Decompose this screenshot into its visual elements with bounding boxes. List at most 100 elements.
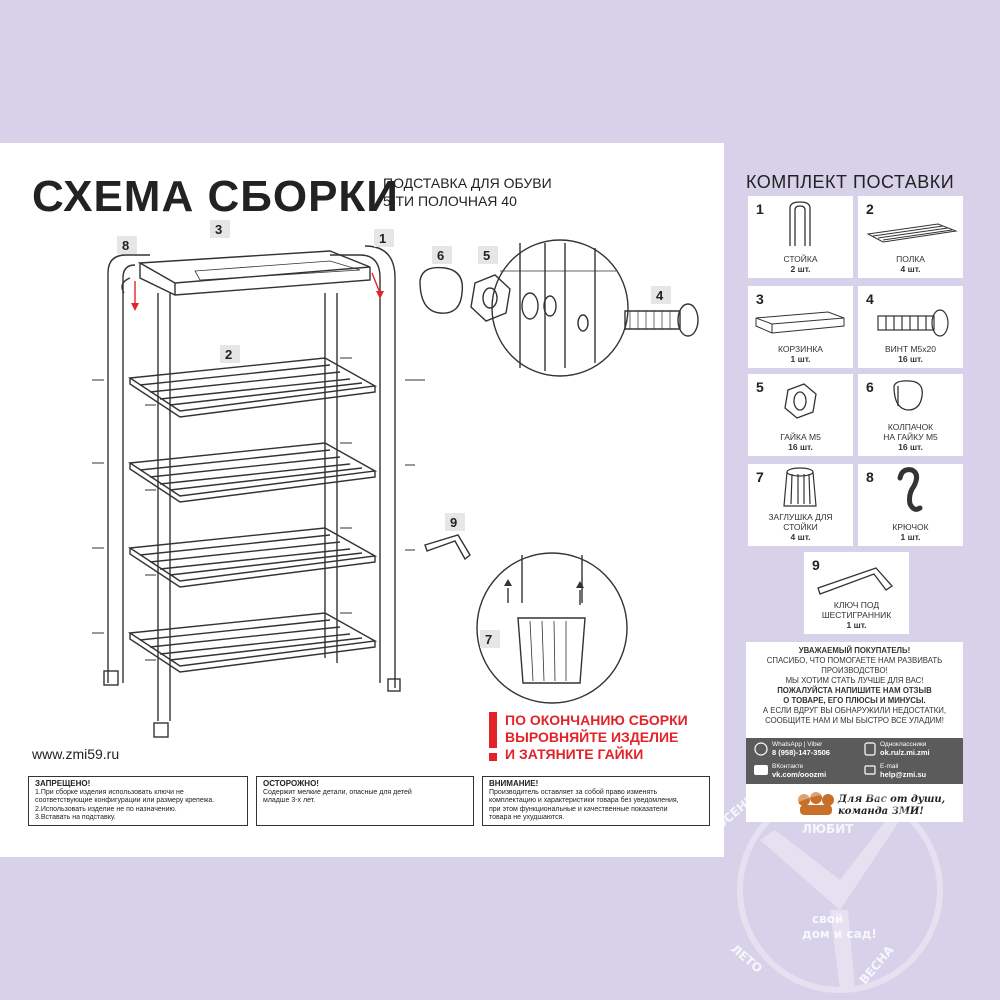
feedback-line: МЫ ХОТИМ СТАТЬ ЛУЧШЕ ДЛЯ ВАС! <box>785 676 924 685</box>
kit-num: 6 <box>866 379 874 395</box>
callout-7: 7 <box>485 632 492 647</box>
kit-qty: 16 шт. <box>898 442 923 452</box>
kit-qty: 16 шт. <box>788 442 813 452</box>
callout-5: 5 <box>483 248 490 263</box>
note-line: 3.Вставать на подставку. <box>35 814 116 821</box>
callout-1: 1 <box>379 231 386 246</box>
kit-qty: 1 шт. <box>846 620 867 630</box>
contact-value: help@zmi.su <box>880 770 927 779</box>
callout-2: 2 <box>225 347 232 362</box>
note-forbidden: ЗАПРЕЩЕНО! 1.При сборке изделия использо… <box>28 776 248 826</box>
note-caution: ОСТОРОЖНО! Содержит мелкие детали, опасн… <box>256 776 474 826</box>
hex-key-icon <box>817 567 893 595</box>
kit-num: 7 <box>756 469 764 485</box>
kit-qty: 1 шт. <box>900 532 921 542</box>
feedback-line: ПРОИЗВОДСТВО! <box>821 666 888 675</box>
kit-name: ГАЙКА М5 <box>780 432 821 442</box>
kit-qty: 16 шт. <box>898 354 923 364</box>
kit-name: КОЛПАЧОК НА ГАЙКУ М5 <box>883 422 938 442</box>
note-line: 1.При сборке изделия использовать ключи … <box>35 788 184 796</box>
page-subtitle: ПОДСТАВКА ДЛЯ ОБУВИ 5-ТИ ПОЛОЧНАЯ 40 <box>383 174 552 210</box>
ok-icon <box>864 742 876 756</box>
vk-icon <box>754 765 768 775</box>
notes-row: ЗАПРЕЩЕНО! 1.При сборке изделия использо… <box>28 776 710 826</box>
final-warning: ПО ОКОНЧАНИЮ СБОРКИ ВЫРОВНЯЙТЕ ИЗДЕЛИЕ И… <box>505 712 688 763</box>
kit-qty: 1 шт. <box>790 354 811 364</box>
kit-name: КЛЮЧ ПОД ШЕСТИГРАННИК <box>821 600 892 620</box>
subtitle-line-1: ПОДСТАВКА ДЛЯ ОБУВИ <box>383 175 552 191</box>
warning-line: И ЗАТЯНИТЕ ГАЙКИ <box>505 746 644 762</box>
feedback-line: УВАЖАЕМЫЙ ПОКУПАТЕЛЬ! <box>798 646 911 655</box>
website-link[interactable]: www.zmi59.ru <box>32 746 120 762</box>
callout-9: 9 <box>450 515 457 530</box>
note-line: товара не ухудшаются. <box>489 814 565 821</box>
mascots-icon <box>798 792 834 815</box>
kit-qty: 2 шт. <box>790 264 811 274</box>
kit-name: СТОЙКА <box>783 254 818 264</box>
kit-num: 9 <box>812 557 820 573</box>
contact-value: ok.ru/z.mi.zmi <box>880 748 930 757</box>
feedback-card: УВАЖАЕМЫЙ ПОКУПАТЕЛЬ! СПАСИБО, ЧТО ПОМОГ… <box>746 642 963 822</box>
feedback-line: СПАСИБО, ЧТО ПОМОГАЕТЕ НАМ РАЗВИВАТЬ <box>766 656 943 665</box>
callout-4: 4 <box>656 288 664 303</box>
note-line: соответствующие конфигурации или размеру… <box>35 797 215 804</box>
warning-line: ВЫРОВНЯЙТЕ ИЗДЕЛИЕ <box>505 729 679 745</box>
contact-value: 8 (958)-147-3506 <box>772 748 830 757</box>
nut-icon <box>784 383 817 419</box>
kit-num: 8 <box>866 469 874 485</box>
slogan: Для Вас от души, команда ЗМИ! <box>838 794 945 818</box>
assembly-sheet <box>0 143 724 857</box>
kit-num: 5 <box>756 379 764 395</box>
screw-icon <box>877 309 949 337</box>
kit-qty: 4 шт. <box>900 264 921 274</box>
note-line: 2.Использовать изделие не по назначению. <box>35 805 177 813</box>
watermark-text: свой <box>812 912 843 926</box>
callout-8: 8 <box>122 238 129 253</box>
note-forbidden-head: ЗАПРЕЩЕНО! <box>35 779 91 788</box>
phone-icon <box>754 742 768 756</box>
warning-line: ПО ОКОНЧАНИЮ СБОРКИ <box>505 712 688 728</box>
feedback-text: УВАЖАЕМЫЙ ПОКУПАТЕЛЬ! СПАСИБО, ЧТО ПОМОГ… <box>746 646 963 726</box>
exclamation-icon <box>489 712 497 761</box>
note-line: при этом функциональные и качественные п… <box>489 805 668 813</box>
basket-icon <box>755 311 845 334</box>
kit-title: КОМПЛЕКТ ПОСТАВКИ <box>746 172 955 192</box>
shelf-icon <box>866 223 958 243</box>
contact-label: ВКонтакте <box>772 763 804 770</box>
kit-name: КРЮЧОК <box>892 522 929 532</box>
feedback-line: О ТОВАРЕ, ЕГО ПЛЮСЫ И МИНУСЫ. <box>783 696 926 705</box>
kit-name: ЗАГЛУШКА ДЛЯ СТОЙКИ <box>768 512 833 532</box>
contact-label: E-mail <box>880 763 899 770</box>
kit-name: КОРЗИНКА <box>778 344 823 354</box>
watermark-seal: свой дом и сад! ЛЕТО ВЕСНА ОСЕНЬ Для ЛЮБ… <box>713 787 943 993</box>
plug-icon <box>783 467 817 507</box>
kit-name: ПОЛКА <box>896 254 925 264</box>
note-caution-head: ОСТОРОЖНО! <box>263 779 319 788</box>
kit-num: 4 <box>866 291 874 307</box>
contact-label: WhatsApp | Viber <box>772 741 823 748</box>
note-line: комплектацию и характеристики товара без… <box>489 797 679 804</box>
watermark-text: ЛЮБИТ <box>802 822 854 836</box>
feedback-line: А ЕСЛИ ВДРУГ ВЫ ОБНАРУЖИЛИ НЕДОСТАТКИ, <box>762 706 947 715</box>
